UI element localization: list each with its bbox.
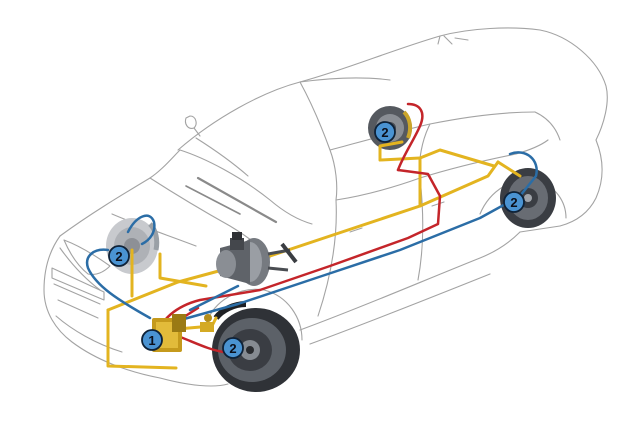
svg-text:1: 1 (148, 333, 155, 348)
callout-1: 1 (141, 329, 163, 351)
svg-text:2: 2 (229, 341, 236, 356)
brake-booster-icon (216, 232, 298, 286)
callout-2-front-left: 2 (108, 245, 130, 267)
callout-2-rear-right: 2 (503, 191, 525, 213)
brake-line-blue (85, 151, 538, 326)
svg-text:2: 2 (381, 125, 388, 140)
callout-2-front-right: 2 (222, 337, 244, 359)
car-outline-icon (43, 27, 608, 387)
svg-text:2: 2 (115, 249, 122, 264)
svg-text:2: 2 (510, 195, 517, 210)
callout-2-rear-left: 2 (374, 121, 396, 143)
